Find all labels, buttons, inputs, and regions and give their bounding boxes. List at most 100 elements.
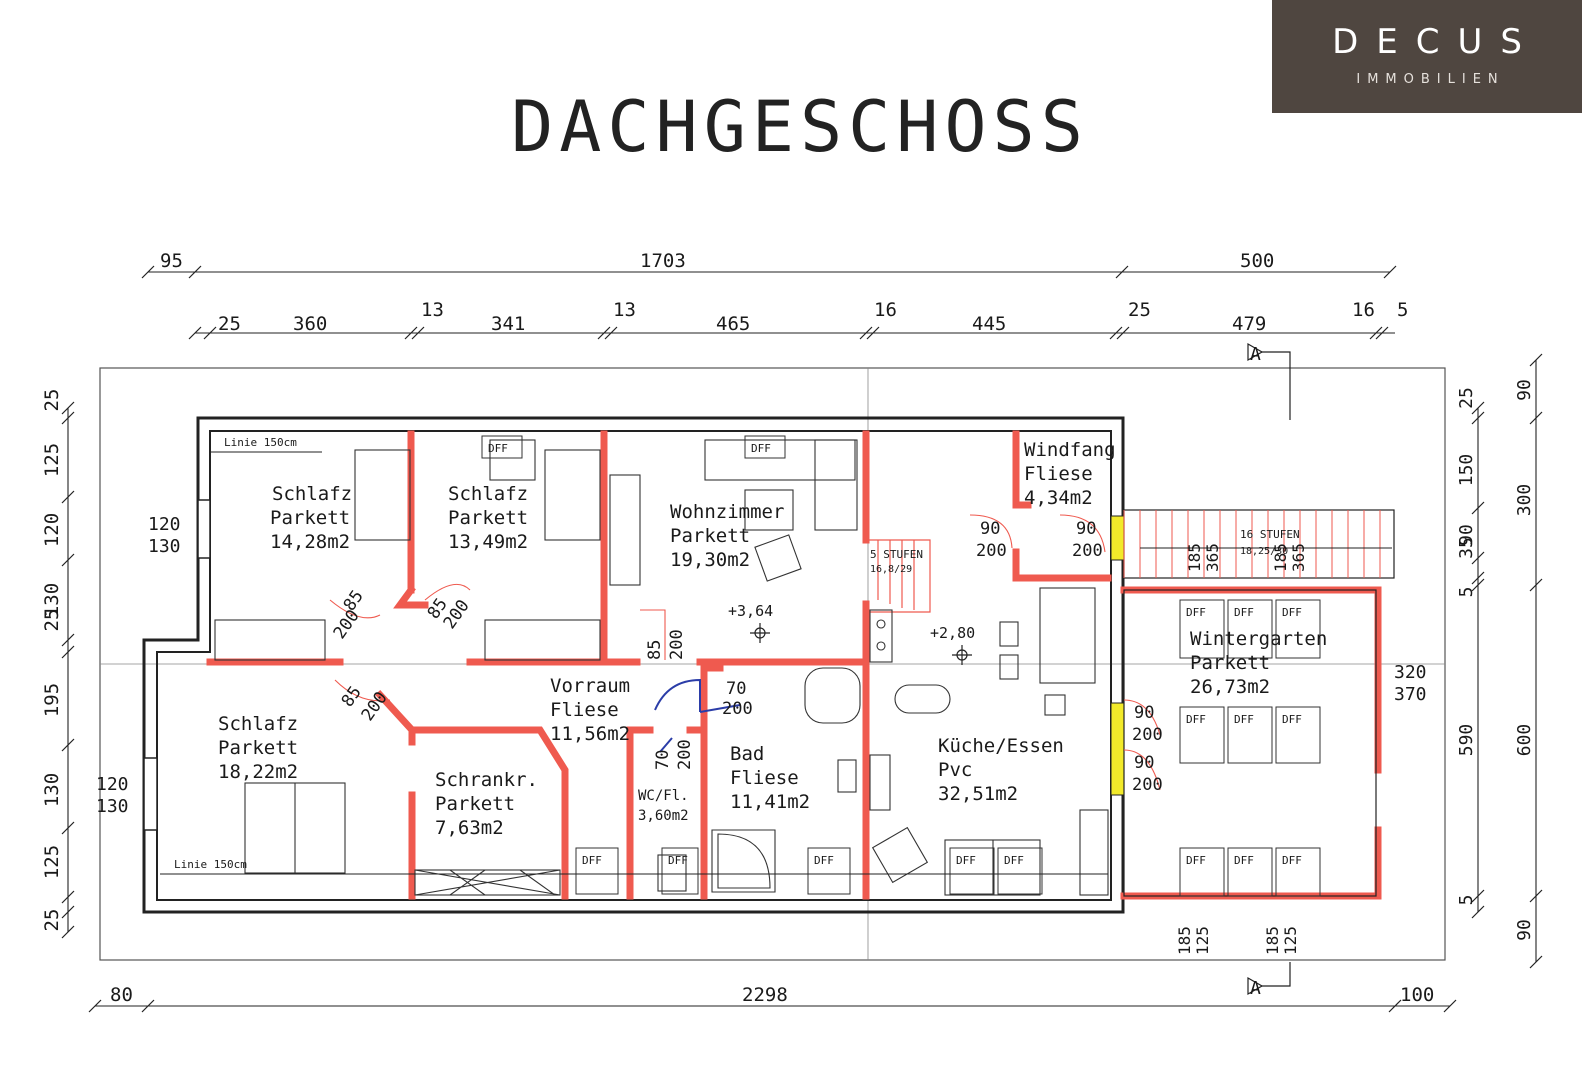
section-marker-bottom [1247,962,1291,996]
dim-tick [1471,578,1485,592]
dim-tick [1369,326,1383,340]
dim-tick [61,553,75,567]
door-3-h: 200 [330,606,364,643]
roof-window [575,847,619,895]
dim-right-inner: 5 [1456,895,1477,906]
level-markers [750,623,972,665]
stairs-5-sub: 16,8/29 [870,564,912,575]
room-8-floor: Parkett [435,793,515,815]
room-7-area: 11,56m2 [550,723,630,745]
roof-window [744,435,786,459]
logo: DECUS IMMOBILIEN [1272,0,1582,113]
dim-left: 130 [41,583,63,617]
roof-window-label: DFF [1186,854,1206,867]
door-1-w: 90 [980,519,1000,539]
room-3-floor: Parkett [670,525,750,547]
dim-tick [866,326,880,340]
roof-window [1275,706,1321,764]
level-upper: +3,64 [728,602,773,620]
window-2-w: 120 [96,774,129,795]
door-8-w: 70 [653,750,673,770]
roof-window-label: DFF [582,854,602,867]
room-6-floor: Parkett [218,737,298,759]
roof-window-label: DFF [1234,854,1254,867]
door-6-w: 85 [645,640,665,660]
room-11-floor: Pvc [938,759,972,781]
dim-tick [61,890,75,904]
dim-top2-6: 16 [874,299,897,321]
furniture [214,439,1109,896]
room-1-area: 14,28m2 [270,531,350,553]
section-marker-top [1247,342,1291,420]
roof-window [997,847,1043,895]
room-2-name: Schlafz [448,483,528,505]
stair-dim: 365 [1203,543,1222,572]
logo-subtitle: IMMOBILIEN [1356,72,1505,87]
dim-tick [61,821,75,835]
dim-tick [1115,265,1129,279]
room-5-area: 26,73m2 [1190,676,1270,698]
sketch-marks [654,678,741,753]
dim-top2-7: 445 [972,313,1006,335]
dim-tick [1388,999,1402,1013]
line-150-lower: Linie 150cm [174,858,247,871]
window-3-h: 370 [1394,684,1427,705]
roof-window [807,847,851,895]
dim-right-outer: 300 [1514,484,1535,517]
dim-left: 125 [41,845,63,879]
room-4-floor: Fliese [1024,463,1093,485]
dim-tick [1375,326,1389,340]
dim-right-outer: 90 [1514,379,1535,401]
roof-window [1275,599,1321,659]
dim-right-inner: 25 [1456,387,1477,409]
stair-dim: 185 [1185,543,1204,572]
room-4-area: 4,34m2 [1024,487,1093,509]
stairs-5 [866,539,931,613]
stairs-16-label: 16 STUFEN [1240,528,1300,541]
dim-top2-0: 25 [218,313,241,335]
room-6-name: Schlafz [218,713,298,735]
roof-window-label: DFF [488,442,508,455]
dim-tick [1109,326,1123,340]
dim-top2-8: 25 [1128,299,1151,321]
dim-tick [61,411,75,425]
door-1-h: 200 [976,541,1007,561]
dim-tick [1471,889,1485,903]
roof-window-label: DFF [668,854,688,867]
roof-window [1227,599,1273,659]
roof-window-label: DFF [1282,854,1302,867]
dim-right-inner: 5 [1456,587,1477,598]
dim-tick [61,633,75,647]
door-7-h: 200 [722,699,753,719]
dim-tick [1116,326,1130,340]
section-label-bottom: A [1250,978,1261,999]
window-1-h: 130 [148,536,181,557]
level-lower: +2,80 [930,624,975,642]
room-8-name: Schrankr. [435,769,538,791]
door-7-w: 70 [726,679,746,699]
dim-tick [61,490,75,504]
dim-left: 195 [41,683,63,717]
roof-window-label: DFF [1004,854,1024,867]
stair-dim: 365 [1289,543,1308,572]
dim-top1-0: 95 [160,250,183,272]
room-5-floor: Parkett [1190,652,1270,674]
dim-tick [1383,265,1397,279]
dim-tick [1471,551,1485,565]
roof-window-label: DFF [814,854,834,867]
roof-window-label: DFF [751,442,771,455]
dim-tick [1471,501,1485,515]
roof-window-label: DFF [1282,606,1302,619]
window-3-w: 320 [1394,662,1427,683]
dim-tick [88,999,102,1013]
dim-left: 120 [41,513,63,547]
section-label-top: A [1250,344,1261,365]
dim-tick [61,401,75,415]
dim-bottom-2: 100 [1400,984,1434,1006]
dim-tick [1529,353,1543,367]
dim-top2-1: 360 [293,313,327,335]
dim-tick [1529,578,1543,592]
dim-tick [188,265,202,279]
window-left-lower [143,757,158,831]
